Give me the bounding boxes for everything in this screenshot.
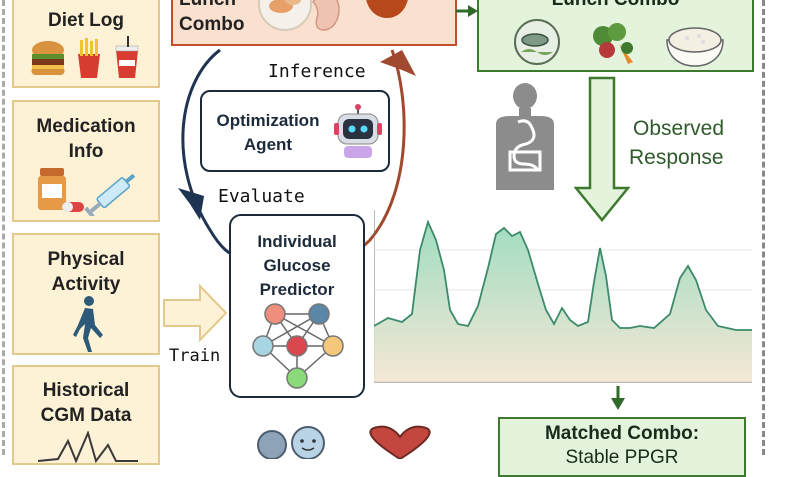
observed-label-line2: Response xyxy=(629,146,724,169)
glucose-predictor-box: Individual Glucose Predictor xyxy=(229,214,365,398)
healthy-food-icons xyxy=(514,19,724,67)
diet-log-label: Diet Log xyxy=(48,10,124,31)
dashed-frame-right xyxy=(762,0,765,455)
predictor-label-line1: Individual xyxy=(257,232,337,251)
glucose-curve-line xyxy=(374,219,752,331)
matched-combo-box: Matched Combo: Stable PPGR xyxy=(498,417,746,477)
lunch-combo-label-line1: Lunch xyxy=(179,0,236,11)
observed-response-arrow xyxy=(574,76,630,222)
neural-network-icon xyxy=(252,303,344,389)
heart-icon xyxy=(369,425,431,459)
lunch-combo-input-box: Lunch Combo xyxy=(171,0,457,46)
cgm-label-line1: Historical xyxy=(42,380,130,401)
glucose-curve-area xyxy=(374,222,752,382)
medication-card: Medication Info xyxy=(12,100,160,222)
predictor-label-line3: Predictor xyxy=(259,280,335,299)
agent-label-line2: Agent xyxy=(243,135,293,154)
food-plates-icon xyxy=(258,0,408,31)
matched-label-line2: Stable PPGR xyxy=(565,447,679,468)
evaluate-label: Evaluate xyxy=(218,186,305,207)
predictor-label-line2: Glucose xyxy=(263,256,331,275)
fast-food-icon xyxy=(31,36,139,78)
medicine-icon xyxy=(38,168,136,216)
medication-label-line1: Medication xyxy=(36,116,136,137)
cgm-label-line2: CGM Data xyxy=(40,405,132,426)
inference-label: Inference xyxy=(268,61,366,82)
observed-label-line1: Observed xyxy=(633,117,725,140)
optimization-agent-box: Optimization Agent xyxy=(200,90,390,172)
matched-arrow xyxy=(611,386,625,410)
lunch-combo-output-box: Lunch Combo xyxy=(477,0,754,72)
lunch-combo-output-title: Lunch Combo xyxy=(479,0,752,11)
historical-cgm-card: Historical CGM Data xyxy=(12,365,160,465)
matched-label-line1: Matched Combo: xyxy=(544,423,700,444)
activity-label-line2: Activity xyxy=(51,274,121,295)
glucose-response-chart xyxy=(374,210,752,383)
medication-label-line2: Info xyxy=(68,141,104,162)
walking-person-icon xyxy=(73,296,103,352)
diet-log-card: Diet Log xyxy=(12,0,160,88)
physical-activity-card: Physical Activity xyxy=(12,233,160,355)
digestive-body-icon xyxy=(496,83,554,190)
train-arrow xyxy=(163,283,228,343)
activity-label-line1: Physical xyxy=(47,249,125,270)
agent-label-line1: Optimization xyxy=(216,111,320,130)
connector-arrow-green xyxy=(456,5,478,17)
cgm-wave-icon xyxy=(38,431,138,463)
robot-icon xyxy=(334,104,382,158)
people-icon xyxy=(257,426,325,459)
train-label: Train xyxy=(169,346,221,366)
dashed-frame-left xyxy=(2,0,5,455)
lunch-combo-label-line2: Combo xyxy=(179,14,245,35)
